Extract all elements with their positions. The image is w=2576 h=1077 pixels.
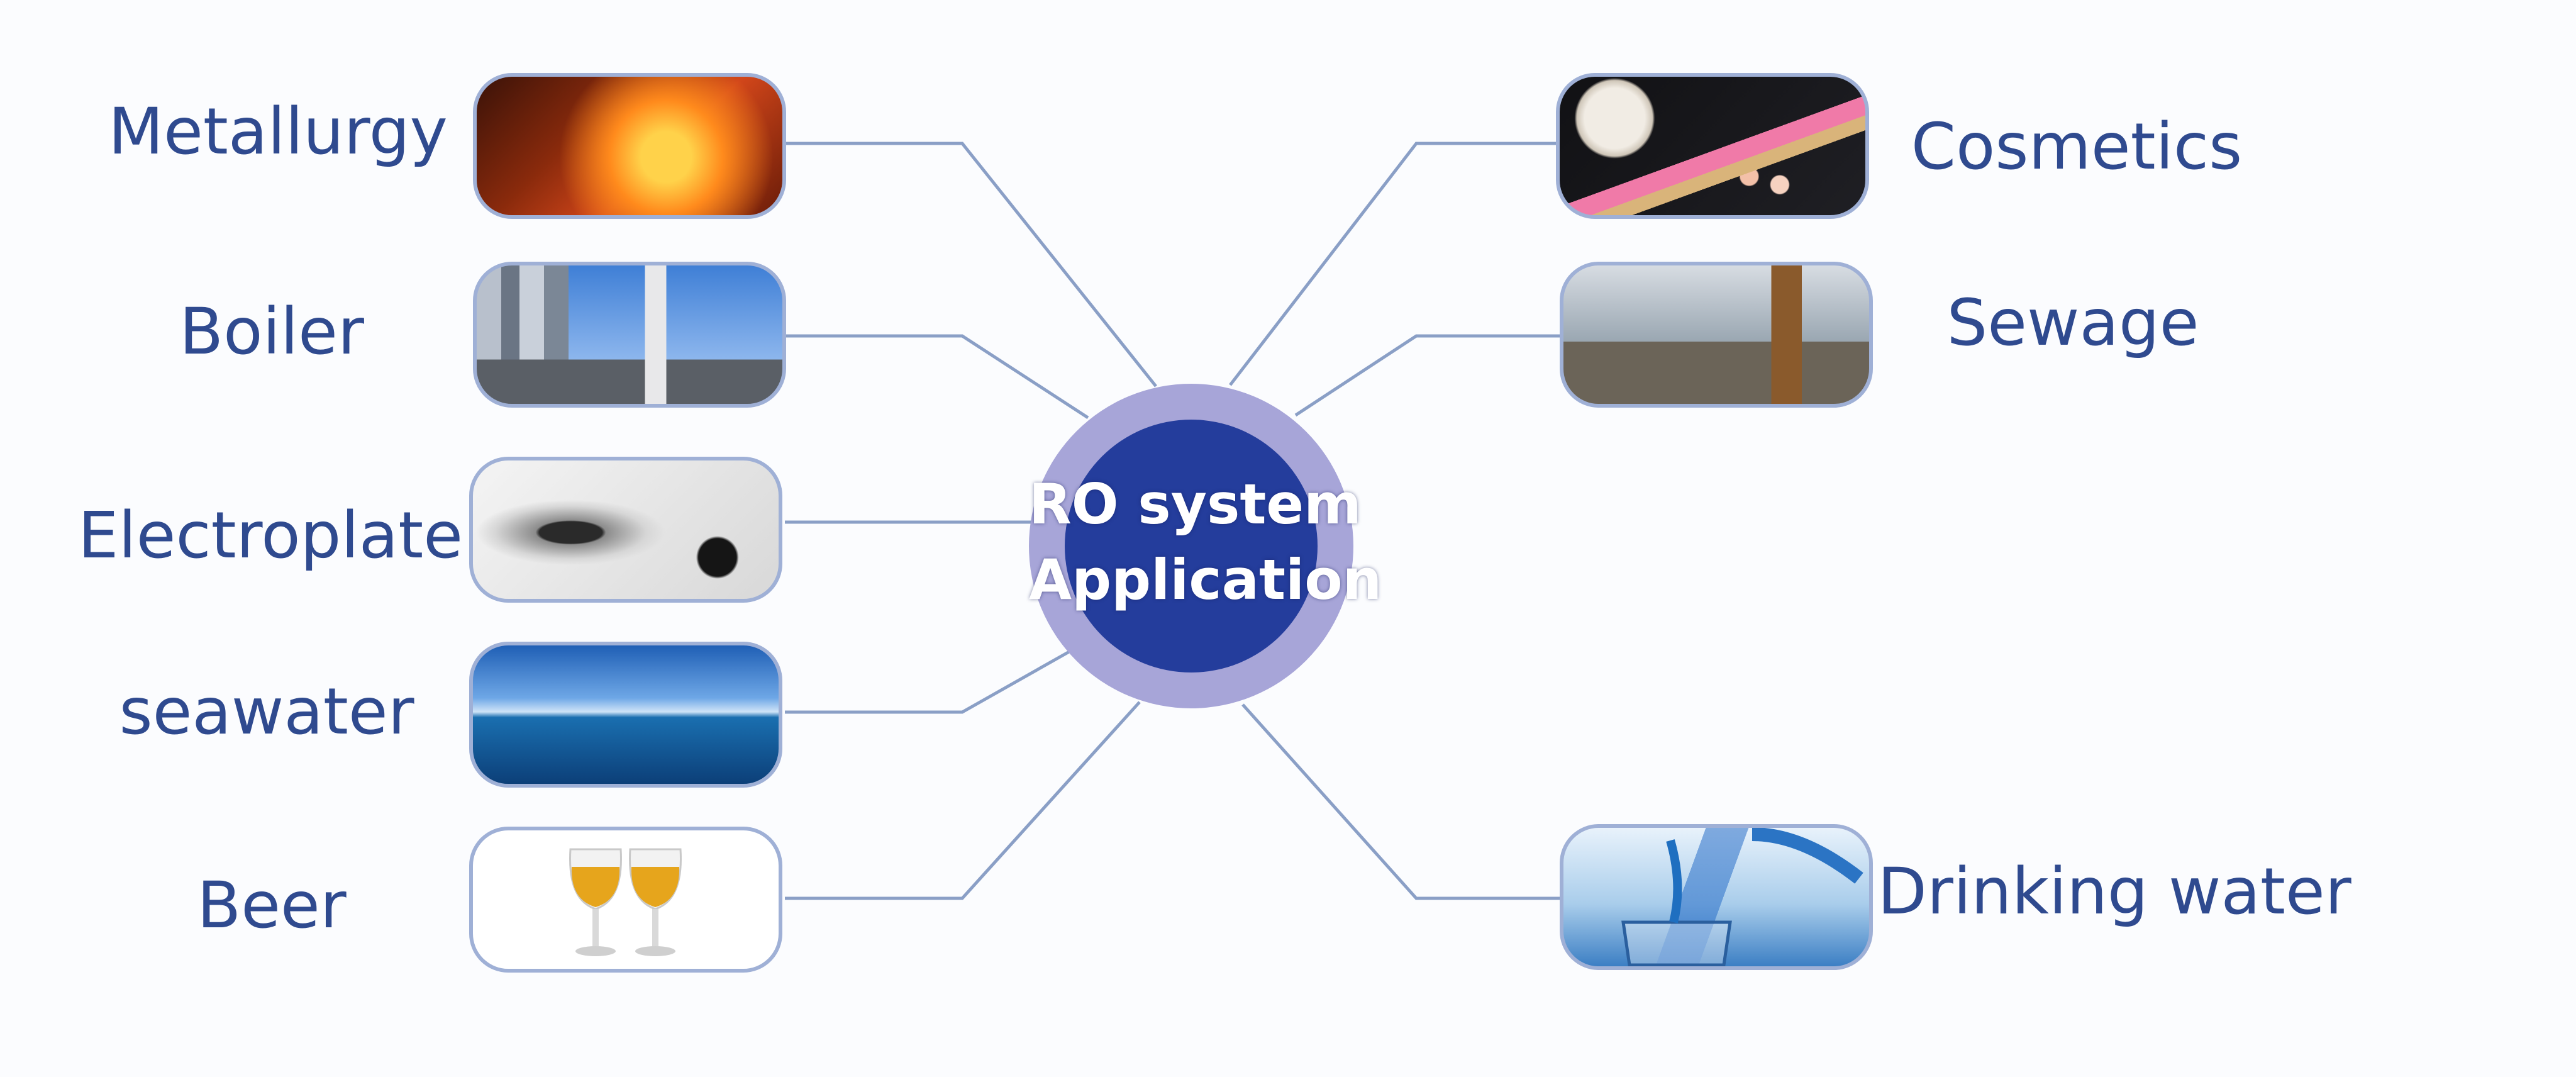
hub-circle — [1065, 420, 1318, 672]
beer-glasses-icon — [569, 848, 682, 956]
electroplate-image — [469, 457, 782, 603]
seawater-image — [469, 642, 782, 788]
hub-title-line1: RO system — [1029, 472, 1362, 537]
metallurgy-image — [473, 73, 786, 219]
connector-cosmetics — [1229, 142, 1558, 386]
label-electroplate: Electroplate — [77, 498, 464, 573]
connector-drinking-water — [1241, 703, 1562, 900]
label-cosmetics: Cosmetics — [1911, 109, 2243, 184]
drinking-water-image — [1560, 824, 1873, 970]
sewage-image — [1560, 262, 1873, 408]
connector-seawater — [785, 650, 1070, 714]
cosmetics-image — [1556, 73, 1869, 219]
water-glass-icon — [1621, 828, 1863, 966]
connector-boiler — [786, 334, 1089, 420]
label-sewage: Sewage — [1946, 286, 2199, 360]
label-seawater: seawater — [119, 674, 414, 749]
connector-sewage — [1294, 334, 1562, 417]
label-beer: Beer — [197, 868, 347, 943]
beer-image — [469, 827, 782, 973]
label-drinking-water: Drinking water — [1877, 854, 2351, 929]
label-metallurgy: Metallurgy — [108, 94, 448, 169]
hub-title-line2: Application — [1029, 547, 1382, 612]
boiler-image — [473, 262, 786, 408]
label-boiler: Boiler — [179, 294, 364, 369]
connector-beer — [785, 701, 1141, 900]
connector-metallurgy — [786, 142, 1157, 388]
